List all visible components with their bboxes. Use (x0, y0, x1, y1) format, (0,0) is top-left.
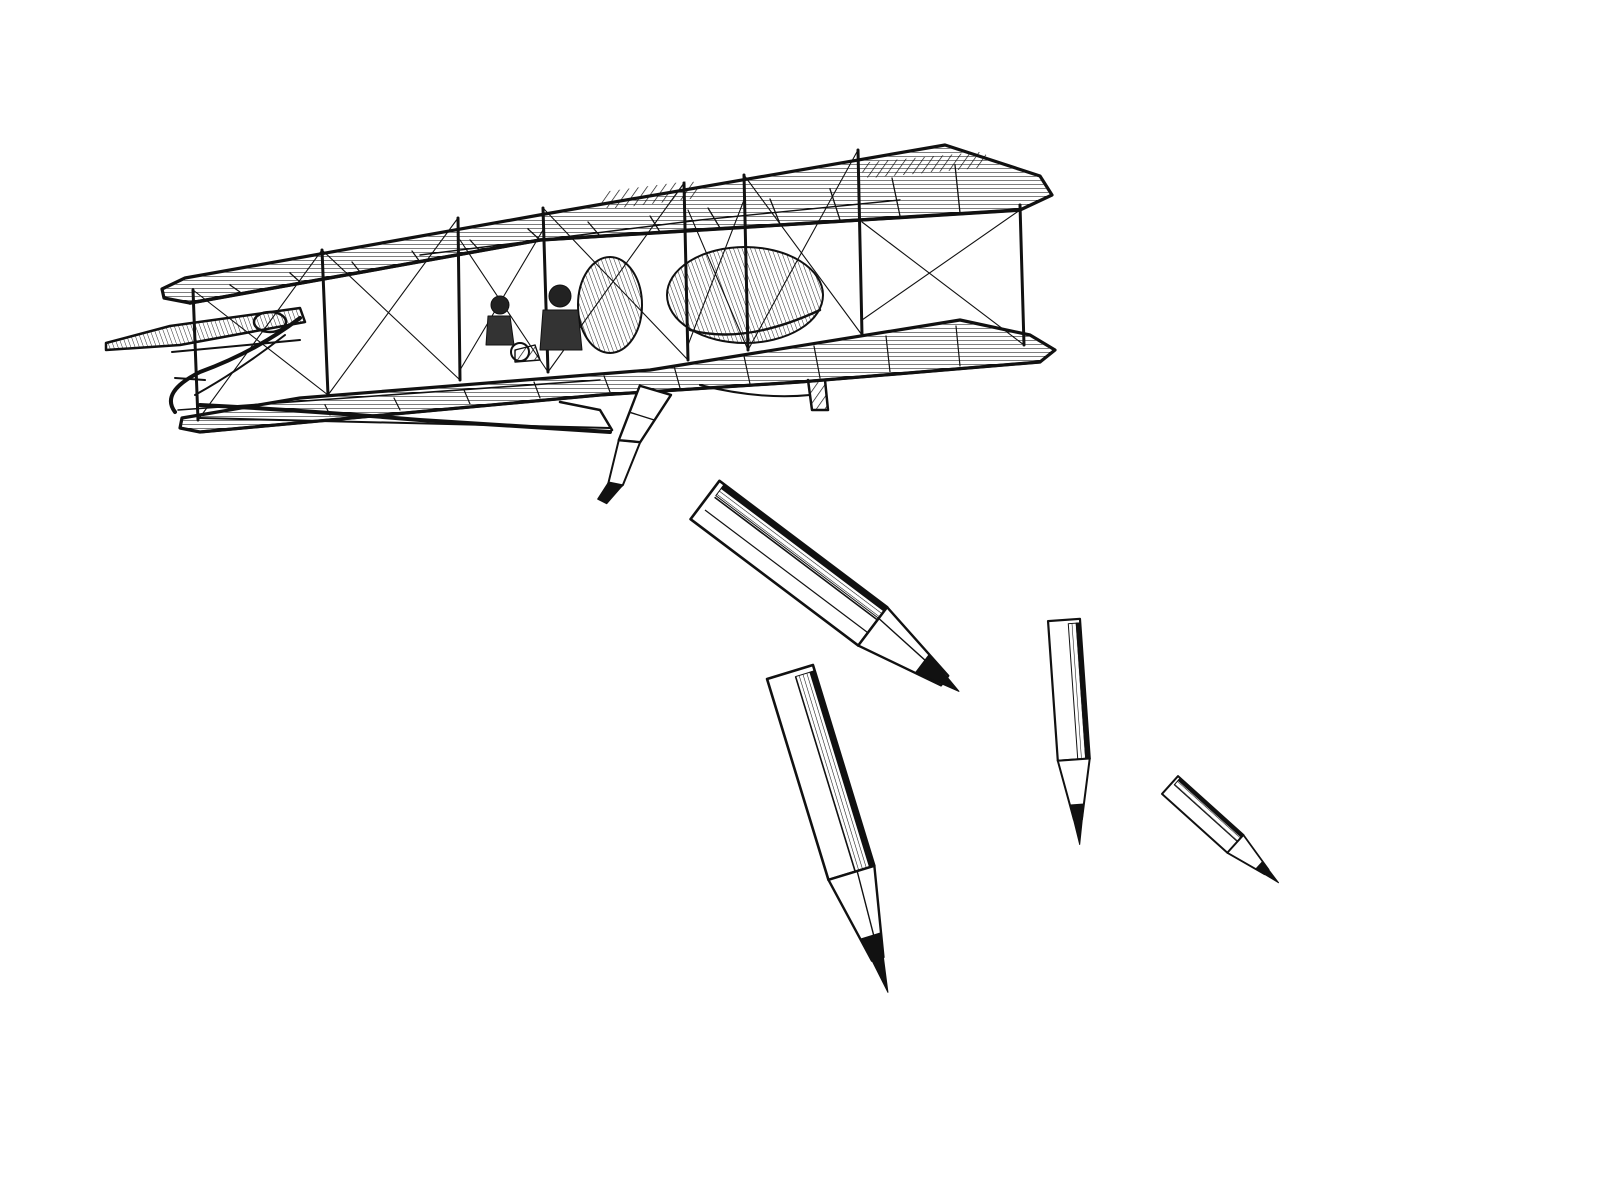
propellers (577, 246, 824, 354)
pencil-4 (1046, 617, 1091, 845)
pilots (485, 284, 583, 363)
front-elevator (104, 306, 307, 414)
pencil-3 (765, 663, 889, 993)
pencil-1 (597, 384, 673, 505)
pencil-2 (689, 479, 960, 692)
falling-pencils (597, 384, 1279, 993)
lower-wing (177, 318, 1057, 434)
landing-skids (198, 378, 830, 434)
pencil-5 (1160, 775, 1279, 884)
biplane (104, 143, 1057, 434)
